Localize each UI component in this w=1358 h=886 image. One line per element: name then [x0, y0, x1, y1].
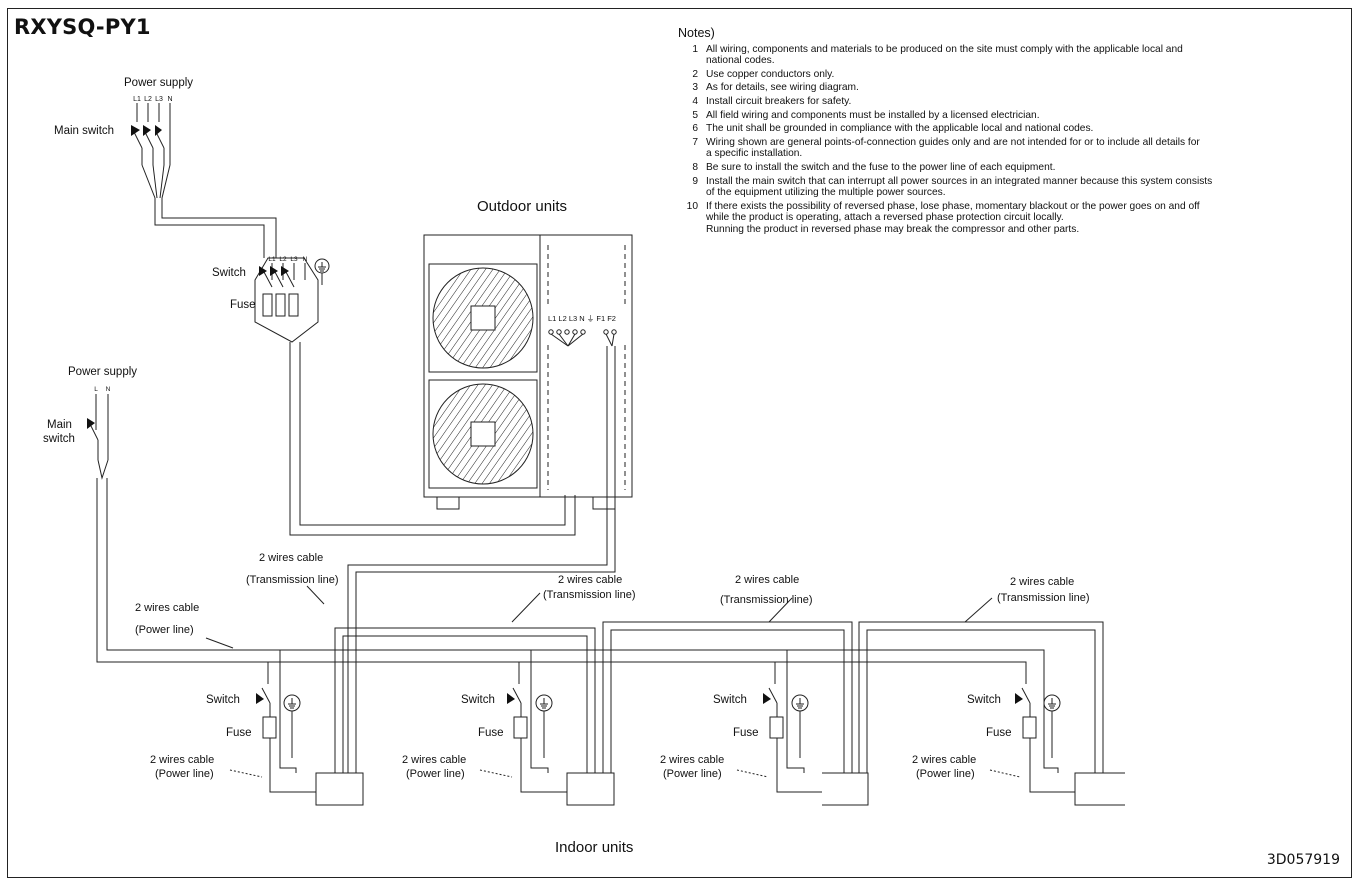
note-text: All wiring, components and materials to …: [706, 43, 1183, 67]
note-text: Use copper conductors only.: [706, 68, 835, 80]
note-number: 7: [692, 136, 698, 148]
power-line-label: (Power line): [135, 624, 194, 636]
note-item: 1 All wiring, components and materials to…: [678, 44, 1338, 67]
cable-label-transmission-3: 2 wires cable: [1010, 576, 1074, 588]
note-text: As for details, see wiring diagram.: [706, 82, 859, 94]
svg-text:N: N: [303, 256, 308, 263]
indoor-4-cable-label: 2 wires cable: [912, 754, 976, 766]
transmission-line-label-2: (Transmission line): [720, 594, 813, 606]
note-text: The unit shall be grounded in compliance…: [706, 123, 1094, 135]
note-text: Install circuit breakers for safety.: [706, 95, 852, 107]
note-number: 3: [692, 82, 698, 94]
cable-label-transmission-1: 2 wires cable: [558, 574, 622, 586]
indoor-4-switch-label: Switch: [967, 694, 1001, 706]
cable-label-transmission-main: 2 wires cable: [259, 552, 323, 564]
phase-terminals-3ph: L1 L2 L3 N: [133, 96, 172, 103]
power-supply-1ph-label: Power supply: [68, 366, 137, 378]
note-number: 6: [692, 123, 698, 135]
indoor-4-power-line-label: (Power line): [916, 768, 975, 780]
svg-text:L3: L3: [290, 256, 298, 263]
note-number: 5: [692, 109, 698, 121]
note-text: Be sure to install the switch and the fu…: [706, 161, 1056, 173]
transmission-line-label-main: (Transmission line): [246, 574, 339, 586]
note-item: 8 Be sure to install the switch and the f…: [678, 162, 1338, 174]
indoor-3-switch-label: Switch: [713, 694, 747, 706]
cable-label-transmission-2: 2 wires cable: [735, 574, 799, 586]
document-number: 3D057919: [1266, 852, 1340, 868]
svg-text:N: N: [106, 386, 111, 393]
note-text: Wiring shown are general points-of-conne…: [706, 136, 1200, 160]
svg-text:L2: L2: [144, 96, 152, 103]
indoor-2-power-line-label: (Power line): [406, 768, 465, 780]
indoor-2-cable-label: 2 wires cable: [402, 754, 466, 766]
indoor-switch-fuse-3: [768, 650, 869, 806]
indoor-switch-fuse-4: [1021, 673, 1125, 806]
note-number: 4: [692, 95, 698, 107]
single-phase-terminals: L N: [94, 386, 110, 393]
note-text: If there exists the possibility of rever…: [706, 200, 1200, 235]
main-switch-1ph-label-line1: Main: [47, 419, 72, 431]
svg-text:L1: L1: [268, 256, 276, 263]
svg-text:L: L: [94, 386, 98, 393]
outdoor-switch-fuse: [254, 257, 330, 343]
transmission-line-label-1: (Transmission line): [543, 589, 636, 601]
drawing-frame: [7, 8, 1352, 878]
indoor-3-fuse-label: Fuse: [733, 727, 759, 739]
indoor-switch-fuse-2: [512, 650, 615, 806]
main-switch-1ph-label-line2: switch: [43, 433, 75, 445]
main-switch-3ph: [133, 103, 171, 199]
cable-label-power-line: 2 wires cable: [135, 602, 199, 614]
outdoor-unit: [423, 234, 633, 510]
indoor-3-power-line-label: (Power line): [663, 768, 722, 780]
note-number: 2: [692, 68, 698, 80]
indoor-2-switch-label: Switch: [461, 694, 495, 706]
notes-heading: Notes): [678, 26, 715, 40]
power-supply-3ph-label: Power supply: [124, 77, 193, 89]
notes-block: Notes) 1 All wiring, components and mater…: [678, 26, 1338, 238]
phase-terminals-switch: L1 L2 L3 N: [268, 256, 307, 263]
indoor-2-fuse-label: Fuse: [478, 727, 504, 739]
indoor-units-label: Indoor units: [555, 839, 633, 856]
main-switch-1ph: [89, 394, 109, 480]
note-number: 1: [692, 43, 698, 55]
note-item: 6 The unit shall be grounded in complianc…: [678, 123, 1338, 135]
note-item: 5 All field wiring and components must be…: [678, 110, 1338, 122]
svg-text:L3: L3: [155, 96, 163, 103]
note-text: Install the main switch that can interru…: [706, 175, 1213, 199]
note-text: All field wiring and components must be …: [706, 109, 1040, 121]
note-item: 2 Use copper conductors only.: [678, 69, 1338, 81]
note-item: 3 As for details, see wiring diagram.: [678, 82, 1338, 94]
note-number: 10: [686, 200, 698, 212]
indoor-1-cable-label: 2 wires cable: [150, 754, 214, 766]
outdoor-terminal-block-label: L1 L2 L3 N ⏚ F1 F2: [548, 314, 616, 323]
note-item: 9 Install the main switch that can interr…: [678, 176, 1338, 199]
indoor-3-cable-label: 2 wires cable: [660, 754, 724, 766]
svg-text:L1: L1: [133, 96, 141, 103]
indoor-4-fuse-label: Fuse: [986, 727, 1012, 739]
outdoor-units-label: Outdoor units: [477, 198, 567, 215]
note-item: 10 If there exists the possibility of rev…: [678, 201, 1338, 236]
indoor-1-power-line-label: (Power line): [155, 768, 214, 780]
model-title: RXYSQ-PY1: [14, 15, 151, 39]
svg-text:L2: L2: [279, 256, 287, 263]
note-item: 4 Install circuit breakers for safety.: [678, 96, 1338, 108]
note-item: 7 Wiring shown are general points-of-conn…: [678, 137, 1338, 160]
outdoor-switch-label: Switch: [212, 267, 246, 279]
notes-list: 1 All wiring, components and materials to…: [678, 44, 1338, 236]
svg-text:N: N: [167, 96, 172, 103]
indoor-1-switch-label: Switch: [206, 694, 240, 706]
indoor-1-fuse-label: Fuse: [226, 727, 252, 739]
main-switch-3ph-label: Main switch: [54, 125, 114, 137]
transmission-line-label-3: (Transmission line): [997, 592, 1090, 604]
indoor-switch-fuse-1: [261, 650, 364, 806]
note-number: 9: [692, 175, 698, 187]
note-number: 8: [692, 161, 698, 173]
outdoor-fuse-label: Fuse: [230, 299, 256, 311]
